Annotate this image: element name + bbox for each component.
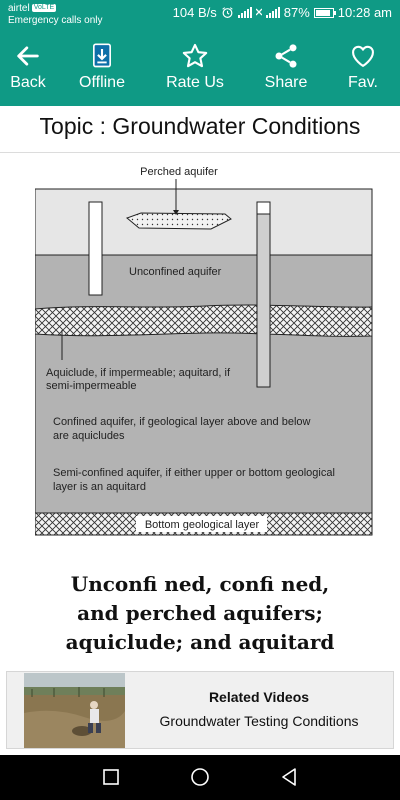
- groundwater-diagram: Perched aquifer Unconfined aquifer Aquic…: [35, 166, 373, 536]
- arrow-left-icon: [17, 46, 39, 66]
- aquiclude-label-1: Aquiclude, if impermeable; aquitard, if: [46, 367, 231, 379]
- back-button[interactable]: Back: [0, 30, 56, 106]
- related-title: Related Videos: [208, 689, 310, 705]
- rate-us-label: Rate Us: [166, 74, 224, 91]
- rate-us-button[interactable]: Rate Us: [160, 30, 230, 106]
- back-label: Back: [10, 74, 46, 91]
- perched-arrowhead: [173, 210, 179, 215]
- emergency-text: Emergency calls only: [8, 15, 103, 26]
- status-indicators: 104 B/s 87% 10:28 am: [173, 5, 392, 20]
- favorite-label: Fav.: [348, 74, 378, 91]
- caption-line-2: and perched aquifers;: [77, 601, 323, 625]
- signal-icon: [237, 7, 252, 18]
- share-label: Share: [264, 74, 308, 91]
- heart-icon: [352, 45, 374, 67]
- battery-icon: [313, 7, 336, 18]
- offline-label: Offline: [79, 74, 125, 91]
- semiconfined-label-2: layer is an aquitard: [53, 481, 146, 493]
- video-thumbnail[interactable]: [24, 673, 125, 748]
- system-nav-bar: [0, 755, 400, 800]
- semiconfined-label-1: Semi-confined aquifer, if either upper o…: [53, 467, 335, 479]
- offline-button[interactable]: Offline: [72, 30, 132, 106]
- caption-line-1: Unconfi ned, confi ned,: [70, 572, 330, 596]
- confined-label-1: Confined aquifer, if geological layer ab…: [53, 416, 311, 428]
- recent-apps-icon[interactable]: [99, 765, 123, 789]
- caption-line-3: aquiclude; and aquitard: [65, 630, 335, 654]
- battery-fill: [315, 9, 330, 16]
- carrier-name: airtel: [8, 3, 30, 14]
- back-nav-icon[interactable]: [277, 765, 301, 789]
- share-icon: [275, 44, 297, 68]
- aquifer-zone: [35, 254, 373, 514]
- perched-label: Perched aquifer: [140, 166, 218, 178]
- alarm-icon: [222, 7, 233, 18]
- confined-label-2: are aquicludes: [53, 430, 125, 442]
- bottom-layer-label: Bottom geological layer: [145, 519, 260, 531]
- aquiclude-label-2: semi-impermeable: [46, 380, 136, 392]
- signal-icon-2: [265, 7, 280, 18]
- diagram-caption: Unconfi ned, confi ned, and perched aqui…: [0, 570, 400, 657]
- download-file-icon: [93, 43, 111, 68]
- aquiclude-layer: [35, 304, 373, 337]
- bottom-label-bg: [136, 516, 267, 532]
- unconfined-label: Unconfined aquifer: [129, 266, 222, 278]
- share-button[interactable]: Share: [260, 30, 312, 106]
- volte-badge: VoLTE: [31, 4, 57, 13]
- related-video-title[interactable]: Groundwater Testing Conditions: [159, 713, 359, 729]
- home-icon[interactable]: [188, 765, 212, 789]
- favorite-button[interactable]: Fav.: [340, 30, 386, 106]
- left-well: [88, 201, 103, 296]
- topic-title: Topic : Groundwater Conditions: [0, 106, 400, 153]
- battery-percent: 87%: [283, 5, 310, 20]
- perched-lens: [126, 212, 232, 230]
- data-off-icon: [255, 8, 262, 15]
- clock: 10:28 am: [337, 5, 392, 20]
- right-well-water: [256, 213, 271, 388]
- network-speed: 104 B/s: [172, 5, 217, 20]
- related-videos-card[interactable]: Related Videos Groundwater Testing Condi…: [6, 671, 394, 749]
- app-toolbar: Back Offline Rate Us Share Fav.: [0, 30, 400, 106]
- star-icon: [182, 43, 208, 68]
